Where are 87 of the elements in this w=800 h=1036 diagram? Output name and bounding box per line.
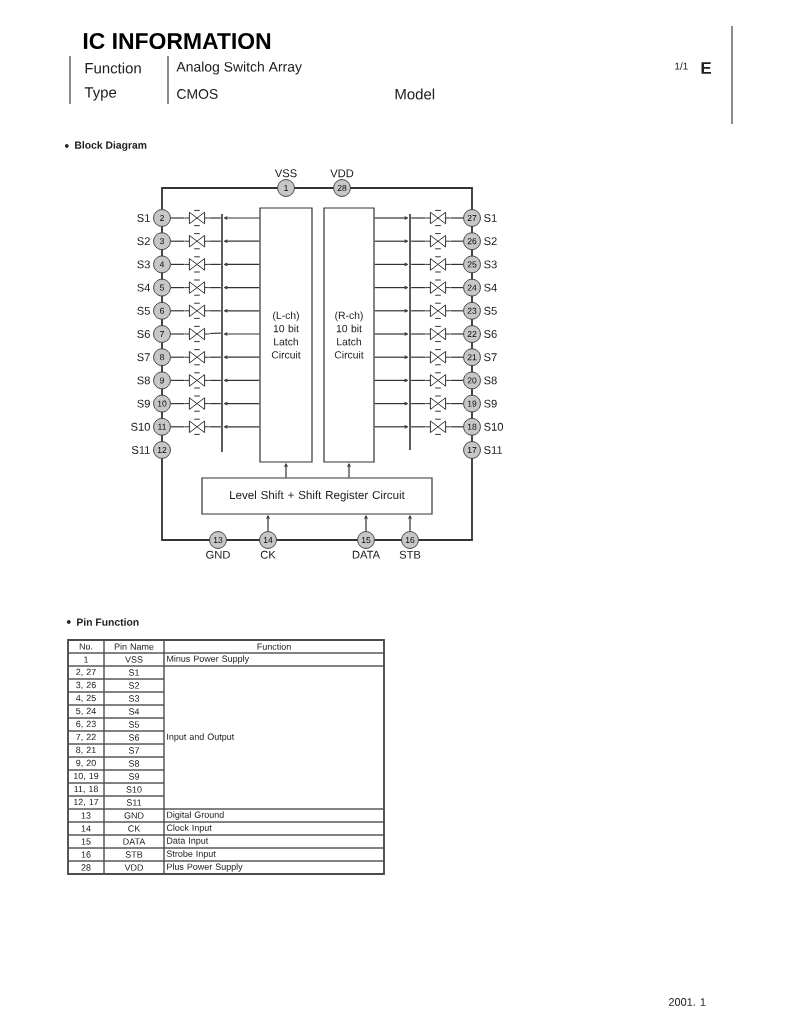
switch-symbol xyxy=(425,302,451,319)
wire xyxy=(449,333,464,335)
arrow xyxy=(374,285,409,290)
wire xyxy=(170,240,186,242)
wire xyxy=(410,426,427,428)
arrow xyxy=(223,216,260,220)
switch-symbol xyxy=(425,256,451,273)
wire xyxy=(208,263,222,265)
wire xyxy=(449,263,464,265)
arrow xyxy=(374,355,409,359)
arrow xyxy=(223,355,260,359)
switch-symbol xyxy=(184,395,210,412)
arrow xyxy=(374,378,409,383)
wire xyxy=(170,426,186,428)
wire xyxy=(410,310,427,312)
arrow xyxy=(347,463,351,478)
arrow xyxy=(266,515,270,532)
wire xyxy=(410,263,427,265)
wire xyxy=(208,426,222,428)
wire xyxy=(170,287,186,289)
wire xyxy=(449,426,464,428)
arrow xyxy=(374,401,409,406)
wire xyxy=(449,356,464,358)
switch-symbol xyxy=(184,302,210,319)
switch-symbol xyxy=(425,349,451,366)
switch-symbol xyxy=(425,372,451,389)
sheet-letter: E xyxy=(701,62,712,74)
switch-symbol xyxy=(184,209,210,227)
switch-symbol xyxy=(425,233,451,250)
arrow xyxy=(223,332,260,336)
wire xyxy=(170,403,186,405)
wire xyxy=(170,310,186,312)
wire xyxy=(449,403,464,405)
wire xyxy=(208,356,222,358)
wire xyxy=(208,287,222,289)
arrow xyxy=(223,401,260,406)
arrow xyxy=(223,309,260,313)
wire xyxy=(170,379,186,381)
switch-symbol xyxy=(425,325,451,343)
switch-symbol xyxy=(184,279,210,296)
wire xyxy=(170,217,186,219)
wire xyxy=(208,379,222,381)
arrow xyxy=(223,285,260,290)
wire xyxy=(410,287,427,289)
arrow xyxy=(408,515,412,532)
title: IC INFORMATION xyxy=(83,32,271,50)
switch-symbol xyxy=(184,325,210,343)
arrow xyxy=(374,216,409,220)
wire xyxy=(208,403,222,405)
wire xyxy=(449,287,464,289)
wire xyxy=(449,379,464,381)
arrow xyxy=(374,239,409,243)
wire xyxy=(208,332,222,335)
switch-symbol xyxy=(184,349,210,366)
wire xyxy=(410,379,427,381)
arrow xyxy=(223,239,260,243)
arrow xyxy=(223,425,260,429)
arrow xyxy=(374,425,409,429)
arrow xyxy=(374,309,409,313)
wire xyxy=(170,263,186,265)
wire xyxy=(449,240,464,242)
wire xyxy=(410,333,427,335)
wire xyxy=(208,310,222,312)
wire xyxy=(410,403,427,405)
arrow xyxy=(223,262,260,267)
wire xyxy=(208,240,222,242)
wire xyxy=(449,310,464,312)
switch-symbol xyxy=(425,279,451,296)
wire xyxy=(449,217,464,219)
switch-symbol xyxy=(184,418,210,435)
switch-symbol xyxy=(184,372,210,389)
arrow xyxy=(364,515,368,532)
arrow xyxy=(223,378,260,383)
switch-symbol xyxy=(425,418,451,435)
wire xyxy=(170,356,186,358)
arrow xyxy=(374,332,409,336)
switch-symbol xyxy=(184,233,210,250)
wire xyxy=(170,333,186,335)
arrow xyxy=(374,262,409,267)
switch-symbol xyxy=(425,209,451,227)
switch-symbol xyxy=(184,256,210,273)
wire xyxy=(410,217,427,219)
wire xyxy=(208,217,222,219)
switch-symbol xyxy=(425,395,451,412)
arrow xyxy=(284,463,288,478)
wire xyxy=(410,240,427,242)
wire xyxy=(410,356,427,358)
